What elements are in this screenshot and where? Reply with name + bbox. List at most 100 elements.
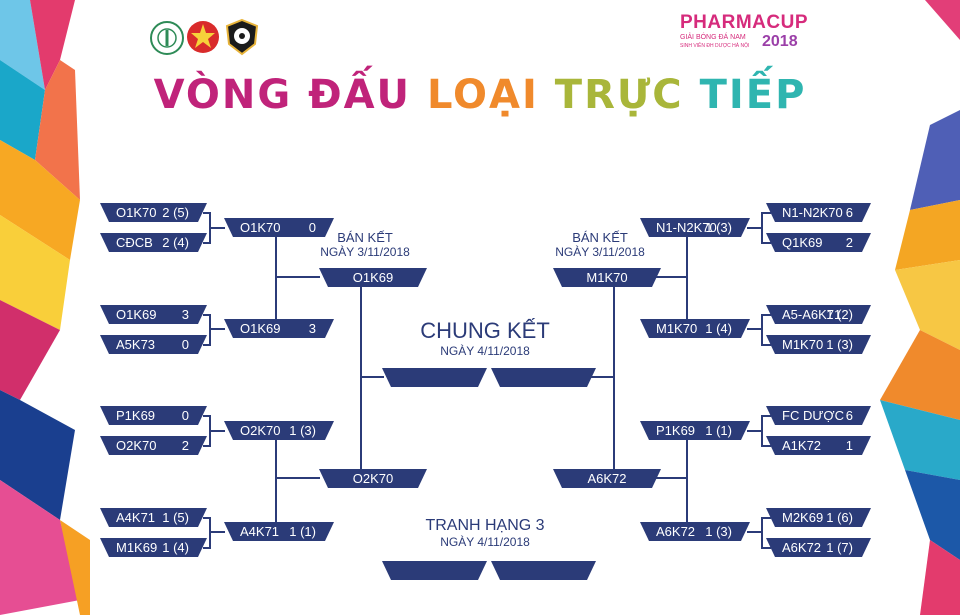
team-name: O1K69	[240, 321, 281, 336]
title-part-4: TIẾP	[683, 72, 807, 118]
team-score: 1 (3)	[705, 220, 732, 235]
team-score: 2	[181, 438, 189, 453]
connector	[209, 430, 225, 432]
university-logo	[150, 21, 184, 55]
team-score: 1 (3)	[705, 524, 732, 539]
team-name: O1K70	[240, 220, 281, 235]
connector	[761, 415, 771, 417]
connector	[686, 439, 688, 523]
connector	[209, 517, 211, 549]
connector	[761, 517, 771, 519]
connector	[761, 212, 763, 244]
team-name: O2K70	[352, 471, 394, 486]
team-score: 1 (1)	[705, 423, 732, 438]
team-score: 0	[181, 408, 189, 423]
brand-line2: SINH VIÊN ĐH DƯỢC HÀ NỘI	[680, 43, 750, 49]
team-score: 1 (3)	[289, 423, 316, 438]
brand-year: 2018	[762, 33, 798, 50]
team-name: P1K69	[116, 408, 156, 423]
connector	[761, 445, 771, 447]
third-place-label: TRANH HẠNG 3 NGÀY 4/11/2018	[380, 517, 590, 549]
left-sf-2: O2K70	[319, 469, 427, 488]
connector	[209, 314, 211, 346]
title-part-3: TRỰC	[538, 72, 684, 118]
left-r16-match-5: P1K69 0	[100, 406, 207, 425]
final-slot-left	[382, 368, 487, 387]
team-score: 1 (1)	[289, 524, 316, 539]
brand-block: PHARMACUP GIẢI BÓNG ĐÁ NAM SINH VIÊN ĐH …	[680, 12, 808, 57]
connector	[761, 314, 771, 316]
team-name: O1K69	[116, 307, 157, 322]
connector	[686, 236, 688, 320]
team-name: P1K69	[656, 423, 696, 438]
connector	[203, 517, 211, 519]
team-name: FC DƯỢC	[782, 408, 844, 423]
connector	[613, 286, 615, 470]
final-slot-right	[491, 368, 596, 387]
team-name: N1-N2K70	[656, 220, 717, 235]
connector	[761, 314, 763, 346]
team-score: 1 (7)	[826, 540, 853, 555]
third-place-date: NGÀY 4/11/2018	[440, 535, 530, 549]
team-name: N1-N2K70	[782, 205, 843, 220]
connector	[761, 212, 771, 214]
team-name: O1K70	[116, 205, 157, 220]
semi-left-title: BÁN KẾT	[337, 230, 393, 245]
team-name: M1K70	[782, 337, 824, 352]
connector	[209, 531, 225, 533]
semi-right-title: BÁN KẾT	[572, 230, 628, 245]
connector	[761, 415, 763, 447]
team-name: M2K69	[782, 510, 824, 525]
right-qf-match-3: P1K69 1 (1)	[640, 421, 750, 440]
connector	[203, 547, 211, 549]
connector	[747, 227, 763, 229]
team-name: M1K70	[586, 270, 628, 285]
connector	[203, 242, 211, 244]
team-name: A5K73	[116, 337, 156, 352]
connector	[209, 227, 225, 229]
connector	[761, 517, 763, 549]
left-r16-match-6: O2K70 2	[100, 436, 207, 455]
team-name: M1K70	[656, 321, 698, 336]
left-decoration	[0, 0, 90, 615]
connector	[590, 376, 614, 378]
third-place-title: TRANH HẠNG 3	[425, 517, 545, 534]
connector	[203, 445, 211, 447]
team-name: O2K70	[116, 438, 157, 453]
connector	[275, 276, 320, 278]
final-date: NGÀY 4/11/2018	[440, 344, 530, 358]
team-name: A4K71	[116, 510, 156, 525]
connector	[653, 477, 687, 479]
semi-left-date: NGÀY 3/11/2018	[320, 245, 410, 259]
semi-right-label: BÁN KẾT NGÀY 3/11/2018	[535, 230, 665, 259]
connector	[360, 286, 362, 470]
team-score: 0	[308, 220, 316, 235]
brand-name: PHARMACUP	[680, 12, 808, 33]
connector	[653, 276, 687, 278]
team-score: 2 (4)	[162, 235, 189, 250]
brand-line1: GIẢI BÓNG ĐÁ NAM	[680, 34, 746, 41]
third-slot-left	[382, 561, 487, 580]
youth-union-logo	[187, 21, 219, 53]
left-qf-match-4: A4K71 1 (1)	[224, 522, 334, 541]
team-name: A6K72	[782, 540, 822, 555]
connector	[275, 236, 277, 320]
left-qf-match-1: O1K70 0	[224, 218, 334, 237]
team-name: A4K71	[240, 524, 280, 539]
team-score: 1 (4)	[162, 540, 189, 555]
